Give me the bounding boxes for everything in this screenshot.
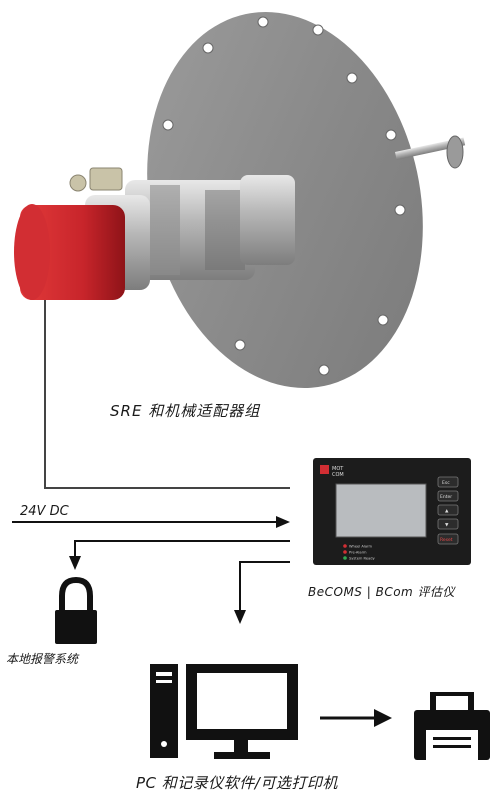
up-button xyxy=(437,504,459,516)
pc-recorder-label: PC 和记录仪软件/可选打印机 xyxy=(136,774,338,792)
evaluator-label: BeCOMS | BCom 评估仪 xyxy=(308,585,456,599)
panel-screen xyxy=(335,483,427,538)
led-system-ready xyxy=(343,556,347,560)
rear-rod xyxy=(395,137,466,160)
led-label-wheel: Wheel Alarm xyxy=(349,545,372,549)
reset-button xyxy=(437,533,459,545)
enter-button xyxy=(437,490,459,502)
computer-tower-icon xyxy=(150,664,178,758)
esc-button xyxy=(437,476,459,488)
sre-group-label: SRE 和机械适配器组 xyxy=(110,402,261,420)
printer-icon xyxy=(414,692,490,760)
up-label: ▲ xyxy=(445,509,449,514)
down-button xyxy=(437,518,459,530)
flange-bolt-holes xyxy=(162,16,406,376)
led-label-pre: Pre-Alarm xyxy=(349,551,367,555)
reset-label: Reset xyxy=(440,537,453,543)
esc-label: Esc xyxy=(442,480,450,486)
alarm-arrow xyxy=(69,540,290,570)
enter-label: Enter xyxy=(440,494,452,500)
printer-arrow xyxy=(320,709,392,727)
led-wheel-alarm xyxy=(343,544,347,548)
cable-connector xyxy=(89,167,123,191)
local-alarm-label: 本地报警系统 xyxy=(6,652,79,666)
evaluator-panel: MOT COM Esc Enter ▲ ▼ Reset Wheel Alarm … xyxy=(313,458,471,565)
power-arrow xyxy=(12,516,290,528)
sre-sensor-assembly xyxy=(14,12,466,388)
sensor-cable xyxy=(44,300,290,489)
brand-line1: MOT xyxy=(332,466,344,472)
led-label-ready: System Ready xyxy=(349,557,376,561)
monitor-icon xyxy=(186,664,298,759)
voltage-label: 24V DC xyxy=(20,504,69,519)
led-pre-alarm xyxy=(343,550,347,554)
pc-arrow xyxy=(234,561,290,624)
down-label: ▼ xyxy=(445,523,449,528)
padlock-icon xyxy=(55,576,97,644)
panel-buttons xyxy=(437,476,459,545)
brand-line2: COM xyxy=(332,472,344,478)
